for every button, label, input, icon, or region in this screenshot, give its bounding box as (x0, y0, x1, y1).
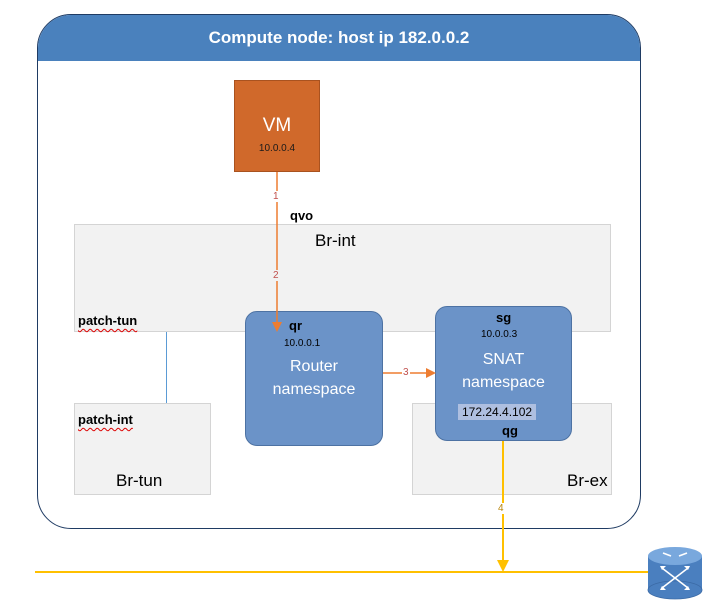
qvo-port-label: qvo (290, 208, 314, 223)
router-icon (647, 547, 703, 600)
br-int-label: Br-int (315, 231, 356, 250)
snat-ip: 10.0.0.3 (481, 329, 518, 340)
vm-box: VM 10.0.0.4 (234, 80, 320, 172)
patch-tun-port-label: patch-tun (78, 313, 138, 328)
flow-label-4: 4 (497, 503, 505, 514)
vm-ip: 10.0.0.4 (258, 143, 296, 154)
qg-port-label: qg (502, 423, 518, 438)
patch-link-line (166, 332, 167, 403)
flow-label-2: 2 (272, 270, 280, 281)
router-namespace: qr 10.0.0.1 Router namespace (245, 311, 383, 446)
br-tun-label: Br-tun (116, 471, 163, 490)
router-label-line2: namespace (272, 381, 356, 398)
flow-label-1: 1 (272, 191, 280, 202)
router-ip: 10.0.0.1 (284, 338, 321, 349)
snat-label-line2: namespace (462, 374, 545, 391)
flow-label-3: 3 (402, 367, 410, 378)
snat-label-line1: SNAT (482, 351, 525, 368)
br-ex-label: Br-ex (567, 471, 608, 490)
patch-int-port-label: patch-int (78, 412, 133, 427)
br-tun-bridge (74, 403, 211, 495)
sg-port-label: sg (496, 310, 512, 325)
snat-namespace: sg 10.0.0.3 SNAT namespace 172.24.4.102 … (435, 306, 572, 441)
vm-label: VM (262, 115, 292, 136)
snat-external-ip: 172.24.4.102 (458, 404, 537, 420)
router-label-line1: Router (289, 358, 339, 375)
qr-port-label: qr (289, 318, 302, 333)
compute-node-title: Compute node: host ip 182.0.0.2 (38, 15, 640, 61)
